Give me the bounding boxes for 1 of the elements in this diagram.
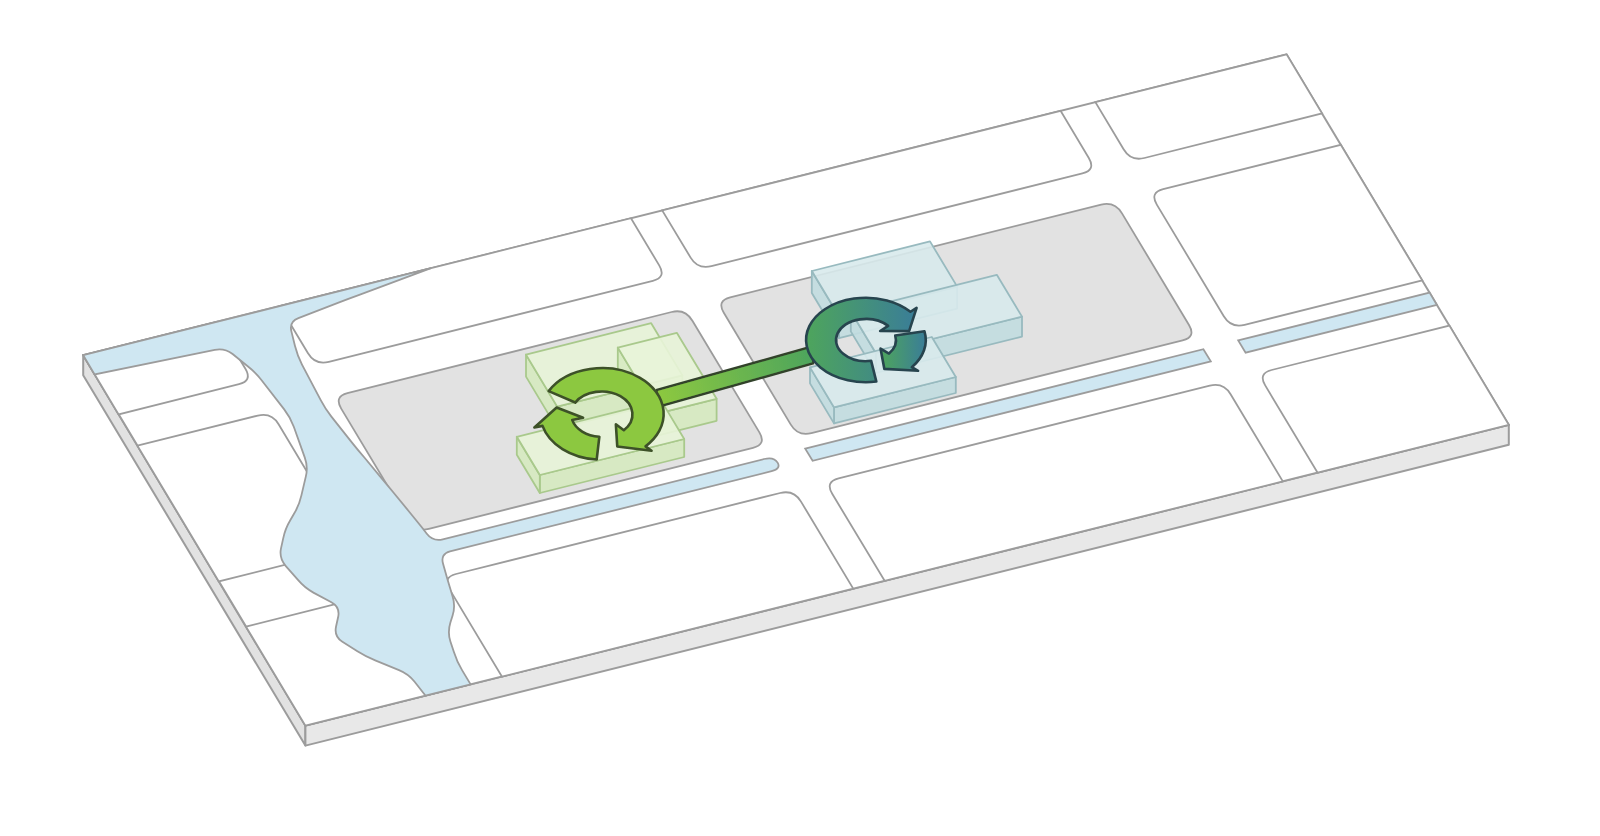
connector-bar bbox=[657, 348, 813, 405]
